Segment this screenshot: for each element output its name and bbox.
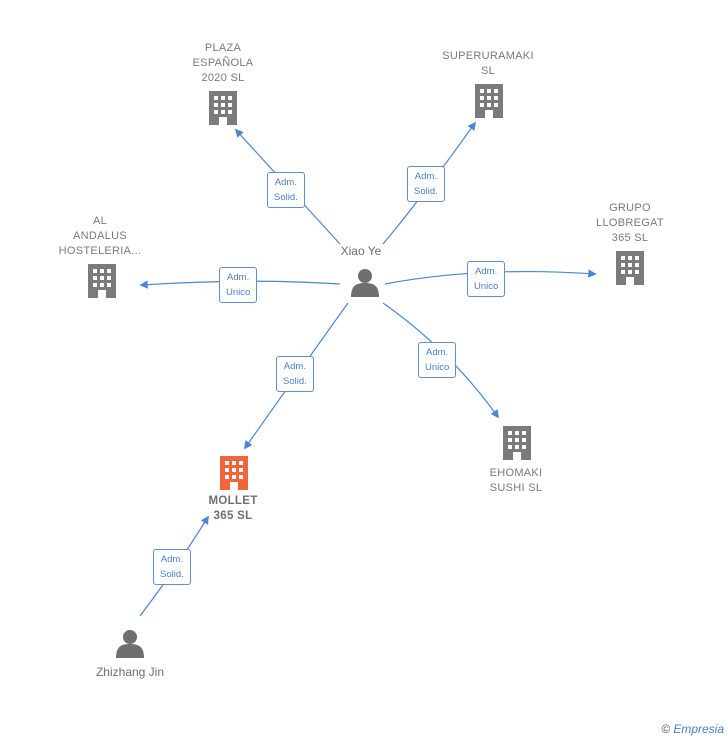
copyright-icon: © <box>661 722 671 736</box>
person-label-xiao-ye[interactable]: Xiao Ye <box>340 244 382 258</box>
company-label-superuramaki[interactable]: SUPERURAMAKI SL <box>442 50 534 77</box>
company-label-grupo[interactable]: GRUPO LLOBREGAT 365 SL <box>596 202 664 244</box>
footer-brand[interactable]: ©Empresia <box>661 722 724 736</box>
company-label-al-andalus[interactable]: AL ANDALUS HOSTELERIA... <box>58 215 142 257</box>
edge-label-mollet: Adm. Solid. <box>276 356 314 392</box>
brand-logo: Empresia <box>673 722 724 736</box>
person-icon-zhizhang-jin[interactable] <box>116 630 144 658</box>
edge-label-al-andalus: Adm. Unico <box>219 267 258 303</box>
building-icon-grupo[interactable] <box>616 251 644 285</box>
building-icon-mollet[interactable] <box>220 456 248 490</box>
edge-label-superuramaki: Adm. Solid. <box>407 166 445 202</box>
building-icon-al-andalus[interactable] <box>88 264 116 298</box>
building-icon-plaza[interactable] <box>209 91 237 125</box>
building-icon-superuramaki[interactable] <box>475 84 503 118</box>
company-label-plaza[interactable]: PLAZA ESPAÑOLA 2020 SL <box>192 42 254 84</box>
person-icon-xiao-ye[interactable] <box>351 269 379 297</box>
company-label-ehomaki[interactable]: EHOMAKI SUSHI SL <box>489 467 543 494</box>
edge-label-plaza: Adm. Solid. <box>267 172 305 208</box>
company-label-mollet[interactable]: MOLLET 365 SL <box>208 495 258 522</box>
edge-label-ehomaki: Adm. Unico <box>418 342 457 378</box>
edge-label-grupo: Adm. Unico <box>467 261 506 297</box>
edge-label-zhizhang-mollet: Adm. Solid. <box>153 549 191 585</box>
building-icon-ehomaki[interactable] <box>503 426 531 460</box>
person-label-zhizhang-jin[interactable]: Zhizhang Jin <box>95 665 165 679</box>
